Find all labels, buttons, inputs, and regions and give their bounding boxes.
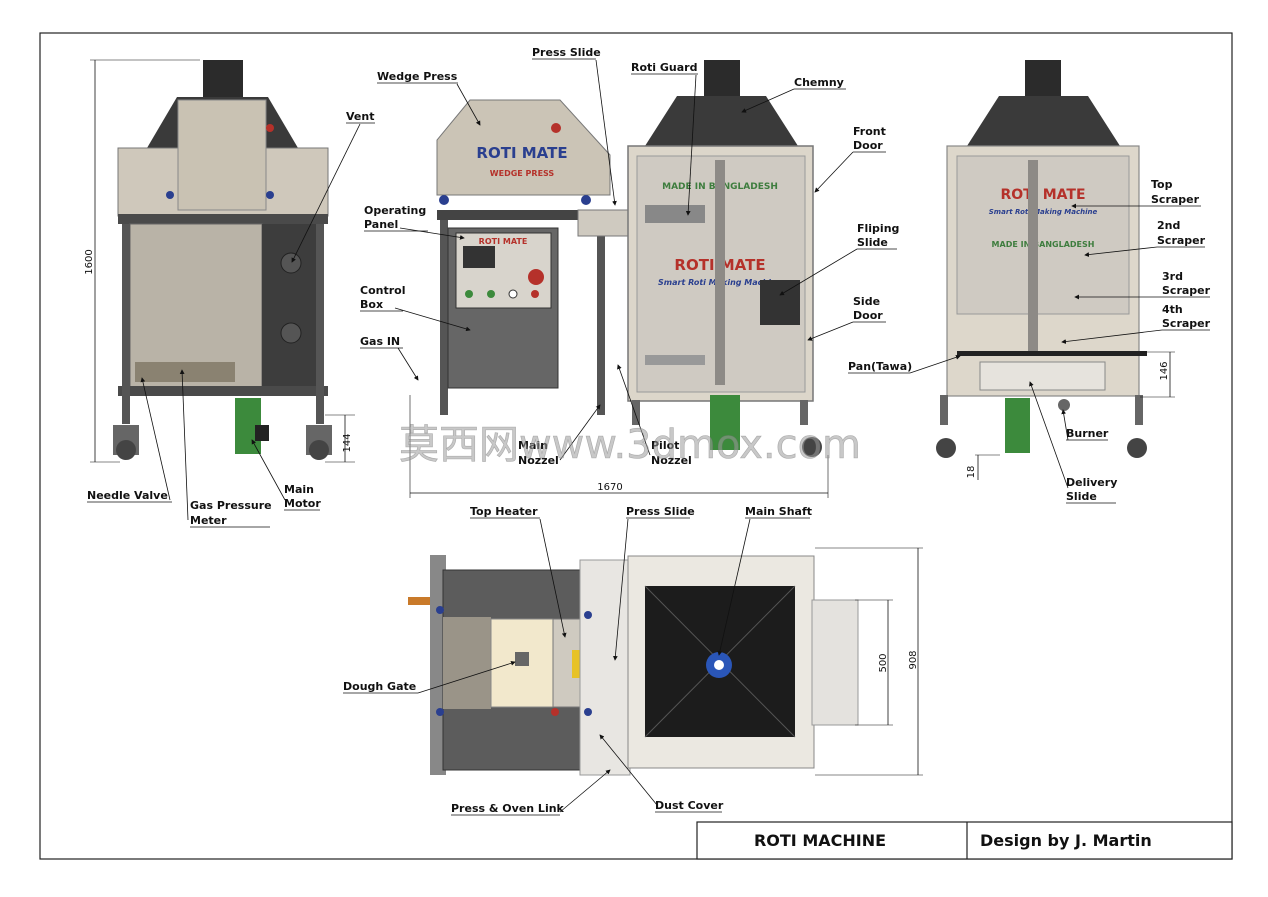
label-operating: Operating — [364, 204, 426, 217]
label-pan-tawa: Pan(Tawa) — [848, 360, 912, 373]
dim-depth-inner: 500 — [878, 653, 889, 672]
label-pilot-nozzel-2: Nozzel — [651, 454, 692, 467]
label-gas-in: Gas IN — [360, 335, 400, 348]
label-fliping: Fliping — [857, 222, 899, 235]
label-second-scraper-1: 2nd — [1157, 219, 1180, 232]
label-pilot-nozzel-1: Pilot — [651, 439, 679, 452]
label-delivery: Delivery — [1066, 476, 1117, 489]
label-needle-valve: Needle Valve — [87, 489, 168, 502]
label-gas-pressure: Gas Pressure — [190, 499, 272, 512]
label-top-scraper-2: Scraper — [1151, 193, 1200, 206]
label-fliping-slide: Slide — [857, 236, 888, 249]
sheet-border — [39, 32, 1233, 860]
label-main-shaft: Main Shaft — [745, 505, 812, 518]
dim-pan-height: 146 — [1159, 361, 1170, 380]
label-third-scraper-2: Scraper — [1162, 284, 1211, 297]
right-back-view: ROTI MATE Smart Roti Making Machine MADE… — [936, 60, 1147, 458]
label-front-door: Door — [853, 139, 883, 152]
label-control: Control — [360, 284, 405, 297]
label-front: Front — [853, 125, 886, 138]
front-view-oven: MADE IN BANGLADESH ROTI MATE Smart Roti … — [627, 60, 822, 457]
label-box: Box — [360, 298, 383, 311]
back-made-in-text: MADE IN BANGLADESH — [992, 240, 1095, 249]
dim-wheel: 144 — [342, 433, 353, 452]
label-press-slide-top: Press Slide — [626, 505, 695, 518]
press-caption-text: WEDGE PRESS — [490, 169, 555, 178]
label-roti-guard: Roti Guard — [631, 61, 697, 74]
label-main-motor-1: Main — [284, 483, 314, 496]
dim-clearance: 18 — [966, 466, 977, 479]
left-side-view — [113, 60, 332, 460]
watermark: 莫西网www.3dmox.com — [399, 422, 861, 468]
label-burner: Burner — [1066, 427, 1109, 440]
label-main-nozzel-1: Main — [518, 439, 548, 452]
label-top-heater: Top Heater — [470, 505, 538, 518]
dim-width: 1670 — [597, 482, 622, 493]
title-machine-name: ROTI MACHINE — [754, 831, 886, 850]
label-dough-gate: Dough Gate — [343, 680, 416, 693]
top-plan-view — [408, 555, 859, 776]
back-brand-text: ROTI MATE — [1000, 187, 1085, 203]
label-side: Side — [853, 295, 880, 308]
label-fourth-scraper-2: Scraper — [1162, 317, 1211, 330]
front-view-press: ROTI MATE WEDGE PRESS ROTI MATE — [436, 99, 631, 415]
press-brand-text: ROTI MATE — [476, 144, 567, 162]
label-press-oven-link: Press & Oven Link — [451, 802, 565, 815]
dim-depth-outer: 908 — [908, 650, 919, 669]
label-second-scraper-2: Scraper — [1157, 234, 1206, 247]
label-third-scraper-1: 3rd — [1162, 270, 1183, 283]
label-press-slide: Press Slide — [532, 46, 601, 59]
label-chemny: Chemny — [794, 76, 844, 89]
label-fourth-scraper-1: 4th — [1162, 303, 1183, 316]
label-delivery-slide: Slide — [1066, 490, 1097, 503]
dim-height: 1600 — [84, 249, 95, 274]
back-smart-text: Smart Roti Making Machine — [989, 208, 1098, 216]
title-block: ROTI MACHINE Design by J. Martin — [696, 821, 1233, 860]
label-main-nozzel-2: Nozzel — [518, 454, 559, 467]
label-wedge-press: Wedge Press — [377, 70, 458, 83]
label-top-scraper-1: Top — [1151, 178, 1173, 191]
label-panel: Panel — [364, 218, 398, 231]
label-meter: Meter — [190, 514, 227, 527]
label-main-motor-2: Motor — [284, 497, 321, 510]
label-dust-cover: Dust Cover — [655, 799, 724, 812]
label-vent: Vent — [346, 110, 374, 123]
panel-brand-text: ROTI MATE — [479, 237, 528, 246]
label-side-door: Door — [853, 309, 883, 322]
title-designer: Design by J. Martin — [980, 831, 1152, 850]
